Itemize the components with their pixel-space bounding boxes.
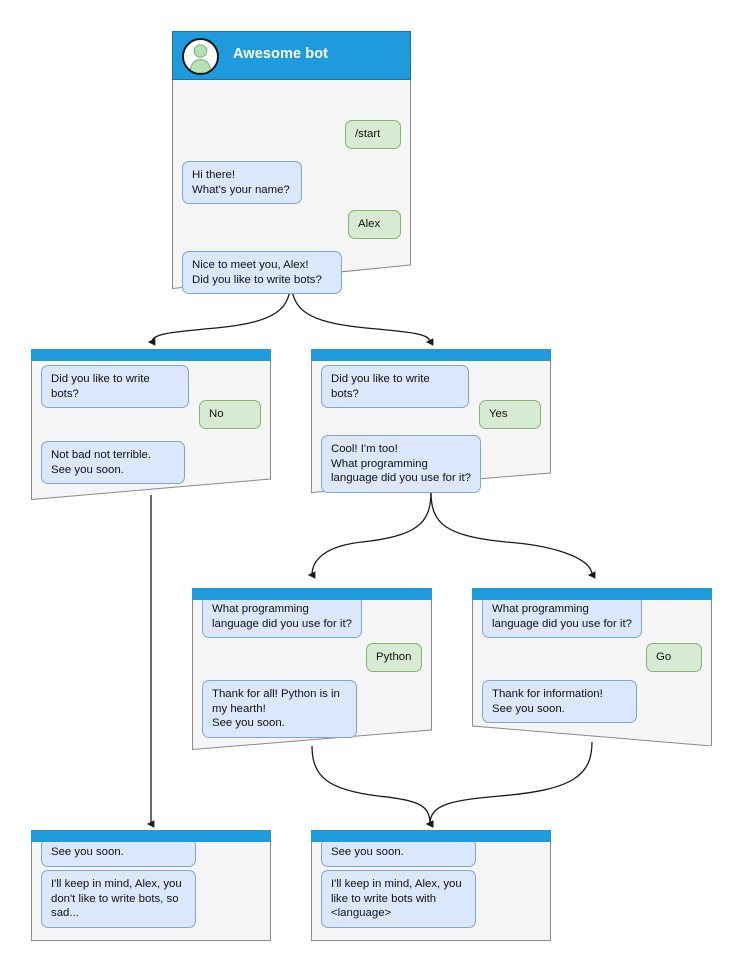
message-bot: See you soon. — [321, 838, 476, 867]
node-start-header: Awesome bot — [172, 31, 411, 80]
message-user: Go — [646, 643, 702, 672]
node-end-happy[interactable]: See you soon. I'll keep in mind, Alex, y… — [311, 830, 551, 941]
edge-yes-to-go — [430, 491, 596, 579]
person-avatar-icon — [182, 38, 219, 75]
node-python-branch-header — [192, 588, 432, 600]
message-bot: Not bad not terrible. See you soon. — [41, 441, 185, 485]
edge-go-to-end-happy — [425, 741, 593, 828]
node-start-title: Awesome bot — [233, 46, 329, 62]
message-bot: Cool! I'm too! What programming language… — [321, 435, 481, 493]
node-go-branch-clip: What programming language did you use fo… — [472, 588, 712, 746]
message-user: /start — [345, 120, 401, 149]
message-bot: What programming language did you use fo… — [482, 595, 642, 639]
edge-yes-to-python — [307, 491, 432, 579]
node-yes-branch-header — [311, 349, 551, 361]
edge-python-to-end-happy — [311, 745, 434, 828]
message-bot: I'll keep in mind, Alex, you like to wri… — [321, 870, 476, 928]
message-bot: Nice to meet you, Alex! Did you like to … — [182, 251, 342, 295]
message-bot: Thank for all! Python is in my hearth! S… — [202, 680, 357, 738]
message-bot: Did you like to write bots? — [41, 365, 189, 409]
node-end-happy-clip: See you soon. I'll keep in mind, Alex, y… — [311, 830, 551, 941]
node-python-branch-clip: What programming language did you use fo… — [192, 588, 432, 750]
node-end-sad-header — [31, 830, 271, 842]
message-bot: Hi there! What's your name? — [182, 161, 302, 205]
message-bot: Did you like to write bots? — [321, 365, 469, 409]
message-bot: What programming language did you use fo… — [202, 595, 362, 639]
node-go-branch-header — [472, 588, 712, 600]
message-user: Yes — [479, 400, 541, 429]
node-end-happy-header — [311, 830, 551, 842]
message-user: Python — [366, 643, 422, 672]
node-python-branch[interactable]: What programming language did you use fo… — [192, 588, 432, 750]
node-end-sad[interactable]: See you soon. I'll keep in mind, Alex, y… — [31, 830, 271, 941]
message-user: No — [199, 400, 261, 429]
node-start[interactable]: Awesome bot /start Hi there! What's your… — [172, 31, 411, 295]
node-no-branch[interactable]: Did you like to write bots? No Not bad n… — [31, 349, 271, 500]
message-bot: I'll keep in mind, Alex, you don't like … — [41, 870, 196, 928]
node-end-sad-clip: See you soon. I'll keep in mind, Alex, y… — [31, 830, 271, 941]
node-no-branch-header — [31, 349, 271, 361]
message-bot: See you soon. — [41, 838, 196, 867]
node-go-branch[interactable]: What programming language did you use fo… — [472, 588, 712, 746]
message-bot: Thank for information! See you soon. — [482, 680, 637, 724]
node-yes-branch[interactable]: Did you like to write bots? Yes Cool! I'… — [311, 349, 551, 493]
message-user: Alex — [348, 210, 401, 239]
